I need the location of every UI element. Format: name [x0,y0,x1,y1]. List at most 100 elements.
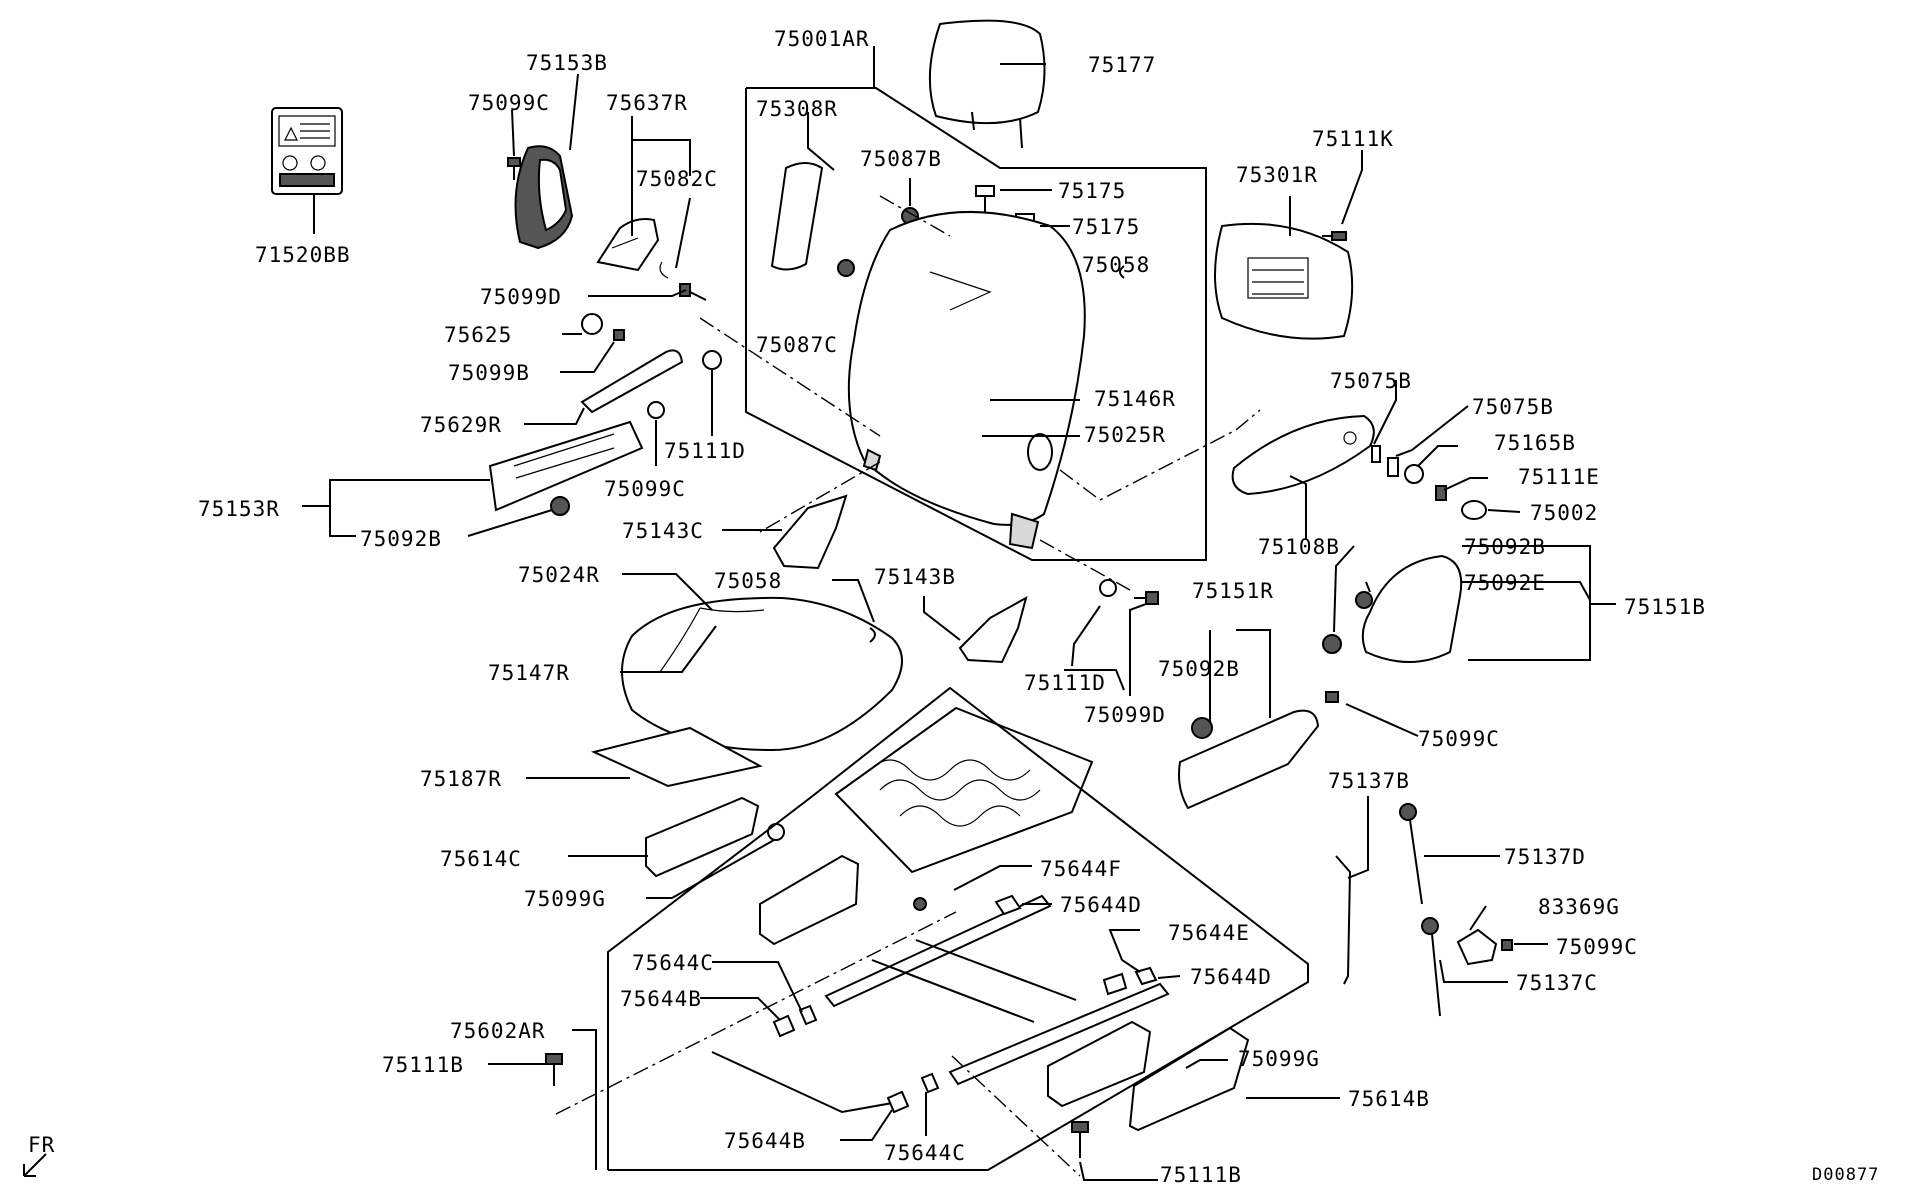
leader-lines [302,46,1616,1181]
bolt-75099B [613,329,625,341]
bushing-75165B [1404,464,1424,484]
clip-75644B-a [772,1014,796,1038]
clip-75644D-a [994,894,1022,916]
part-label-75146R: 75146R [1094,387,1176,411]
part-label-75614C: 75614C [440,847,522,871]
bolt-75111B-left [545,1053,563,1086]
clip-75644B-b [886,1090,910,1114]
side-bracket-75151R [1178,709,1320,810]
seat-frame-part [834,706,1094,874]
spacer-75075B-a [1371,445,1381,463]
lever-cover-part [596,218,669,279]
diagram-code: D00877 [1812,1165,1879,1185]
seat-base-box [607,686,1309,1171]
part-label-75644C: 75644C [884,1141,966,1165]
part-label-75644C: 75644C [632,951,714,975]
part-label-75644F: 75644F [1040,857,1122,881]
armrest-75108B [1231,414,1375,496]
part-label-75151R: 75151R [1192,579,1274,603]
cable-tie-75137D [1399,803,1423,905]
part-label-75058: 75058 [714,569,782,593]
part-label-75177: 75177 [1088,53,1156,77]
side-shield-75153R [488,420,644,512]
frame-bracket-right [1047,1020,1152,1108]
screw-75092B-left [550,496,570,516]
part-label-75602AR: 75602AR [450,1019,546,1043]
part-label-75108B: 75108B [1258,535,1340,559]
warning-label-part [271,107,343,195]
part-label-75644B: 75644B [724,1129,806,1153]
washer-75099C-mid [647,401,665,419]
part-label-83369G: 83369G [1538,895,1620,919]
part-label-75644D: 75644D [1190,965,1272,989]
part-label-75092B: 75092B [1158,657,1240,681]
bolt-75099G-left [767,823,785,841]
guide-line [951,1055,1081,1177]
hook-75058-b [869,627,876,643]
guide-75175-a [975,185,995,212]
side-trim-part [770,162,824,271]
part-label-75111D: 75111D [1024,671,1106,695]
part-label-75153B: 75153B [526,51,608,75]
part-label-75099C: 75099C [1556,935,1638,959]
part-label-75187R: 75187R [420,767,502,791]
guide-line [699,317,881,437]
guide-line [759,461,881,533]
guide-line [1039,539,1131,591]
cable-tie-75137C [1421,917,1441,1017]
frame-bracket-left [759,854,860,946]
front-marker-label: FR [28,1133,55,1157]
bolt-75099D-mid [1134,591,1159,605]
part-label-75137C: 75137C [1516,971,1598,995]
part-label-75175: 75175 [1058,179,1126,203]
nut-75111D-mid [1099,579,1117,597]
part-label-75092B: 75092B [360,527,442,551]
part-label-75099D: 75099D [1084,703,1166,727]
part-label-71520BB: 71520BB [255,243,351,267]
part-label-75087B: 75087B [860,147,942,171]
part-label-75614B: 75614B [1348,1087,1430,1111]
part-label-75099G: 75099G [524,887,606,911]
screw-75092B-right [1322,634,1342,654]
part-label-75075B: 75075B [1330,369,1412,393]
part-label-75058: 75058 [1082,253,1150,277]
part-label-75092B: 75092B [1464,535,1546,559]
part-label-75301R: 75301R [1236,163,1318,187]
part-label-75002: 75002 [1530,501,1598,525]
part-label-75625: 75625 [444,323,512,347]
guide-line [555,911,957,1115]
part-label-75111B: 75111B [382,1053,464,1077]
part-label-75092E: 75092E [1464,571,1546,595]
part-label-75099C: 75099C [604,477,686,501]
side-cover-75151B [1361,554,1463,663]
part-label-75099B: 75099B [448,361,530,385]
part-label-75087C: 75087C [756,333,838,357]
part-label-75165B: 75165B [1494,431,1576,455]
part-label-75099D: 75099D [480,285,562,309]
bolt-75099D-top [679,283,707,301]
headrest-part [928,19,1046,149]
pad-sheet-75187R [590,726,763,788]
part-label-75137D: 75137D [1504,845,1586,869]
part-label-75001AR: 75001AR [774,27,870,51]
part-label-75075B: 75075B [1472,395,1554,419]
part-label-75099C: 75099C [1418,727,1500,751]
bolt-75111E [1435,485,1447,501]
part-label-75644E: 75644E [1168,921,1250,945]
cable-tie-75137B [1335,855,1352,985]
clip-75644C-a [798,1004,818,1026]
part-label-75151B: 75151B [1624,595,1706,619]
guide-line [1059,409,1261,501]
part-label-75629R: 75629R [420,413,502,437]
bracket-75143C [772,494,848,570]
part-label-75637R: 75637R [606,91,688,115]
rail-bracket-75614C [645,796,760,878]
part-label-75308R: 75308R [756,97,838,121]
rail-bracket-75614B [1128,1026,1250,1132]
seat-back-box [745,87,1207,561]
spacer-75075B-b [1387,457,1399,477]
part-label-75111B: 75111B [1160,1163,1242,1187]
seat-back-pad-part [847,210,1086,550]
bolt-75111K [1322,231,1347,241]
